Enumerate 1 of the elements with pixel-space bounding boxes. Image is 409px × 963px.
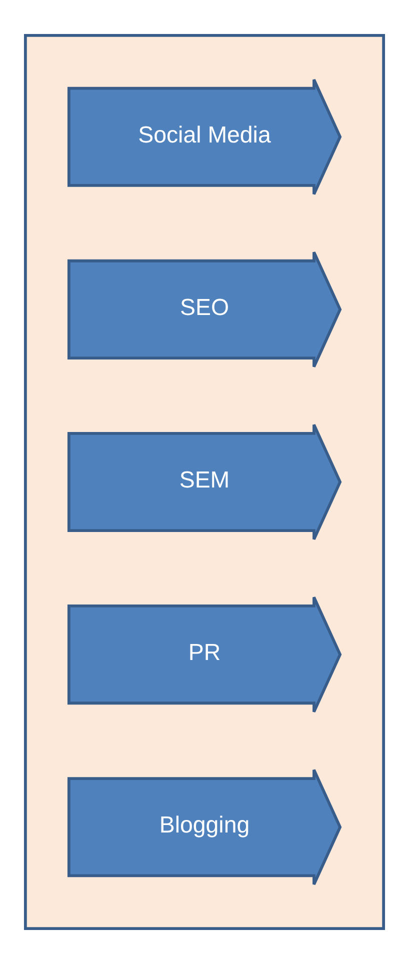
cluster [24, 33, 386, 930]
